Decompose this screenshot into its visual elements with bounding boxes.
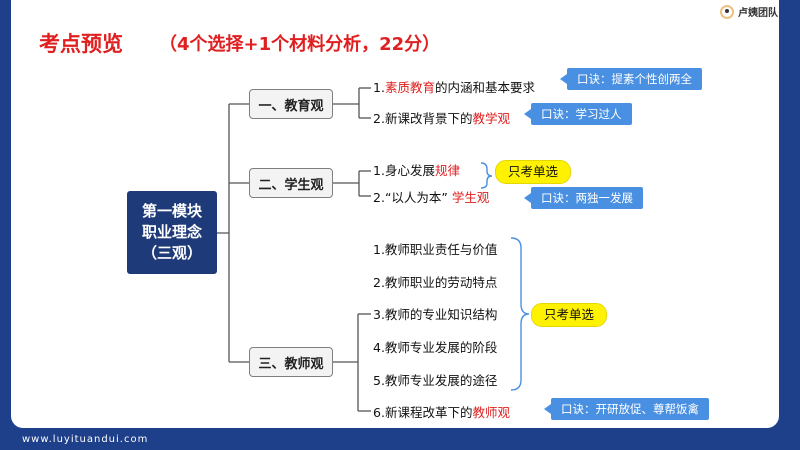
team-logo: 卢姨团队	[720, 4, 778, 19]
page-subtitle: （4个选择+1个材料分析，22分）	[159, 34, 441, 55]
item-teacher-5: 5.教师专业发展的途径	[373, 373, 498, 388]
branch-node-education: 一、教育观	[249, 89, 333, 119]
item-text: 身心发展	[384, 163, 435, 178]
item-education-2: 2.新课改背景下的教学观	[373, 111, 510, 127]
page-title: 考点预览	[39, 32, 123, 56]
item-number: 1.	[373, 163, 385, 178]
item-teacher-3: 3.教师的专业知识结构	[373, 307, 498, 322]
avatar-icon	[720, 4, 734, 19]
note-mnemonic-teacher-6: 口诀：开研放促、尊帮饭禽	[544, 398, 709, 420]
root-line-3: （三观）	[141, 244, 202, 262]
item-text: 新课改背景下的	[384, 111, 473, 126]
branch-node-student: 二、学生观	[249, 168, 333, 198]
item-text: “以人为本”	[384, 190, 448, 205]
item-text: 的内涵和基本要求	[434, 80, 535, 95]
branch-node-teacher: 三、教师观	[249, 347, 333, 377]
item-student-1: 1.身心发展规律	[373, 163, 460, 179]
logo-text: 卢姨团队	[738, 8, 778, 19]
item-highlight: 教学观	[472, 111, 510, 126]
item-number: 1.	[373, 80, 385, 95]
root-line-2: 职业理念	[141, 223, 202, 241]
pill-single-choice-student: 只考单选	[495, 160, 572, 184]
root-line-1: 第一模块	[141, 202, 202, 220]
footer-url: www.luyituandui.com	[22, 434, 149, 445]
item-highlight: 学生观	[451, 190, 490, 205]
item-teacher-6: 6.新课程改革下的教师观	[373, 405, 510, 421]
item-number: 2.	[373, 190, 385, 205]
item-highlight: 教师观	[472, 405, 510, 420]
item-number: 2.	[373, 111, 385, 126]
item-highlight: 素质教育	[384, 80, 435, 95]
pill-single-choice-teacher: 只考单选	[531, 303, 608, 327]
item-teacher-4: 4.教师专业发展的阶段	[373, 340, 498, 355]
item-teacher-1: 1.教师职业责任与价值	[373, 242, 498, 257]
item-highlight: 规律	[434, 163, 460, 178]
item-teacher-2: 2.教师职业的劳动特点	[373, 275, 498, 290]
item-text: 新课程改革下的	[384, 405, 473, 420]
item-education-1: 1.素质教育的内涵和基本要求	[373, 80, 535, 96]
slide-canvas: 考点预览 （4个选择+1个材料分析，22分）	[11, 0, 779, 428]
note-mnemonic-student-2: 口诀：两独一发展	[524, 187, 643, 209]
root-node: 第一模块 职业理念 （三观）	[127, 191, 217, 274]
mindmap-connectors	[206, 87, 530, 412]
note-mnemonic-education-1: 口诀：提素个性创两全	[560, 68, 702, 90]
note-mnemonic-education-2: 口诀：学习过人	[524, 103, 632, 125]
item-number: 6.	[373, 405, 385, 420]
item-student-2: 2.“以人为本” 学生观	[373, 190, 489, 206]
